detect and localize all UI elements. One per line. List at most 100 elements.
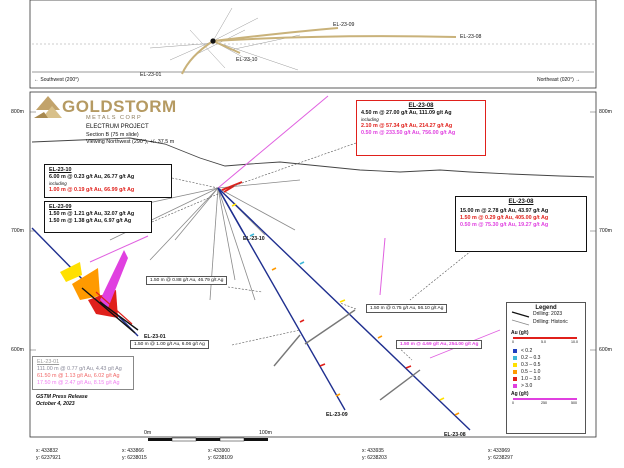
legend-ag-title: Ag (g/t) [511,391,529,397]
northeast-label: Northeast (020°) → [537,77,581,83]
topography-line [31,137,595,178]
elev-left-700: 700m [11,228,24,234]
company-sub: METALS CORP [86,115,143,121]
callout-line: 0.50 m @ 233.50 g/t Au, 756.00 g/t Ag [361,130,456,136]
press-release-date: October 4, 2023 [36,401,75,407]
coordinate-y: y: 6238203 [362,455,387,461]
coordinate-x: x: 433935 [362,448,384,454]
legend-class-row: > 3.0 [513,382,585,389]
elev-right-800: 800m [599,109,612,115]
company-name: GOLDSTORM [62,97,177,116]
legend-ag-tick: 250 [541,401,547,405]
scale-label-0: 0m [144,430,152,436]
callout-line: 6.00 m @ 0.23 g/t Au, 26.77 g/t Ag [49,174,135,180]
project-name: ELECTRUM PROJECT [86,124,149,130]
legend-au-bar [513,337,577,339]
legend-au-title: Au (g/t) [511,330,529,336]
section-name: Section B (75 m slide) [86,132,139,138]
southwest-label: ← Southwest (200°) [34,77,79,83]
callout-title: EL-23-08 [508,199,534,205]
callout-title: EL-23-09 [49,204,72,210]
legend-au-tick: 10.0 [571,340,578,344]
scale-bar-graphic [148,437,268,442]
plan-2023-traces [181,27,457,75]
coordinate-y: y: 6238297 [488,455,513,461]
callout-line: 2.10 m @ 57.34 g/t Au, 214.27 g/t Ag [361,123,453,129]
callout-line: 17.50 m @ 2.47 g/t Au, 8.15 g/t Ag [37,380,120,386]
legend-au-tick: 5.0 [541,340,546,344]
elev-right-700: 700m [599,228,612,234]
legend-class-swatch [513,348,517,353]
callout-small-c: 1.50 m @ 1.00 g/t Au, 6.06 g/t Ag [130,340,209,349]
plan-label-el2301: EL-23-01 [140,72,162,78]
coordinate-x: x: 433900 [208,448,230,454]
callout-including: including [49,181,67,186]
assay-ticks [231,203,460,416]
legend-class-row: 1.0 – 3.0 [513,375,585,382]
legend-class-swatch [513,362,517,367]
elev-left-600: 600m [11,347,24,353]
ag-trace-mid [379,237,386,296]
collar-marker [210,38,216,44]
callout-line: 15.00 m @ 2.78 g/t Au, 43.97 g/t Ag [460,208,549,214]
legend-class-label: > 3.0 [521,382,533,389]
callout-el2309: EL-23-09 1.50 m @ 1.21 g/t Au, 32.07 g/t… [44,201,152,233]
press-release-label: GSTM Press Release [36,394,88,400]
logo-icon [34,96,62,118]
view-direction: Viewing Northwest (290°), +/- 37.5 m [86,139,175,145]
ag-trace-upper [217,95,329,189]
callout-line: 61.50 m @ 1.13 g/t Au, 6.02 g/t Ag [37,373,120,379]
legend: Legend Drilling: 2023 Drilling: Historic… [506,302,586,434]
legend-class-swatch [513,376,517,381]
callout-small-d: 1.50 m @ 4.69 g/t Au, 254.00 g/t Ag [396,340,483,349]
elev-right-600: 600m [599,347,612,353]
legend-drilling-2023: Drilling: 2023 [533,311,563,317]
legend-2023-symbol [511,311,530,318]
callout-line: 0.50 m @ 75.30 g/t Au, 19.27 g/t Ag [460,222,549,228]
drill-holes-2023 [31,187,471,431]
callout-line: 1.00 m @ 0.19 g/t Au, 66.99 g/t Ag [49,187,135,193]
scale-label-100: 100m [259,430,272,436]
legend-ag-bar [513,398,577,400]
legend-class-label: 0.3 – 0.5 [521,361,541,368]
callout-title: EL-23-10 [49,167,72,173]
legend-class-swatch [513,355,517,360]
legend-class-swatch [513,369,517,374]
callout-line: 1.50 m @ 1.38 g/t Au, 6.97 g/t Ag [49,218,132,224]
callout-el2301: EL-23-01 111.00 m @ 0.77 g/t Au, 4.43 g/… [32,356,134,390]
coordinate-y: y: 6237921 [36,455,61,461]
legend-class-label: < 0.2 [521,347,533,354]
au-intercept-collar [221,181,243,193]
elevation-ticks [30,111,596,351]
legend-class-swatch [513,383,517,388]
callout-title: EL-23-08 [408,103,434,109]
coordinate-y: y: 6238015 [122,455,147,461]
legend-ag-tick: 0 [512,401,514,405]
legend-ag-tick: 500 [571,401,577,405]
legend-title: Legend [535,305,557,311]
coordinate-y: y: 6238109 [208,455,233,461]
plan-label-el2308: EL-23-08 [460,34,482,40]
legend-class-row: 0.3 – 0.5 [513,361,585,368]
callout-el2310: EL-23-10 6.00 m @ 0.23 g/t Au, 26.77 g/t… [44,164,172,198]
callout-el2308-top: EL-23-08 4.50 m @ 27.00 g/t Au, 111.09 g… [356,100,486,156]
callout-line: 1.50 m @ 0.29 g/t Au, 405.00 g/t Ag [460,215,549,221]
hole-label-el2301: EL-23-01 [144,334,166,340]
callout-small-b: 1.50 m @ 0.75 g/t Au, 56.10 g/t Ag [366,304,448,313]
callout-small-a: 1.50 m @ 0.88 g/t Au, 46.79 g/t Ag [146,276,228,285]
legend-drilling-historic: Drilling: Historic [533,319,568,325]
hole-label-el2308: EL-23-08 [444,432,466,438]
el2301-histogram [60,235,149,334]
legend-class-label: 1.0 – 3.0 [521,375,541,382]
hole-label-el2309: EL-23-09 [326,412,348,418]
hole-label-el2310: EL-23-10 [243,236,265,242]
callout-title: EL-23-01 [37,359,60,365]
callout-including: including [361,117,379,122]
